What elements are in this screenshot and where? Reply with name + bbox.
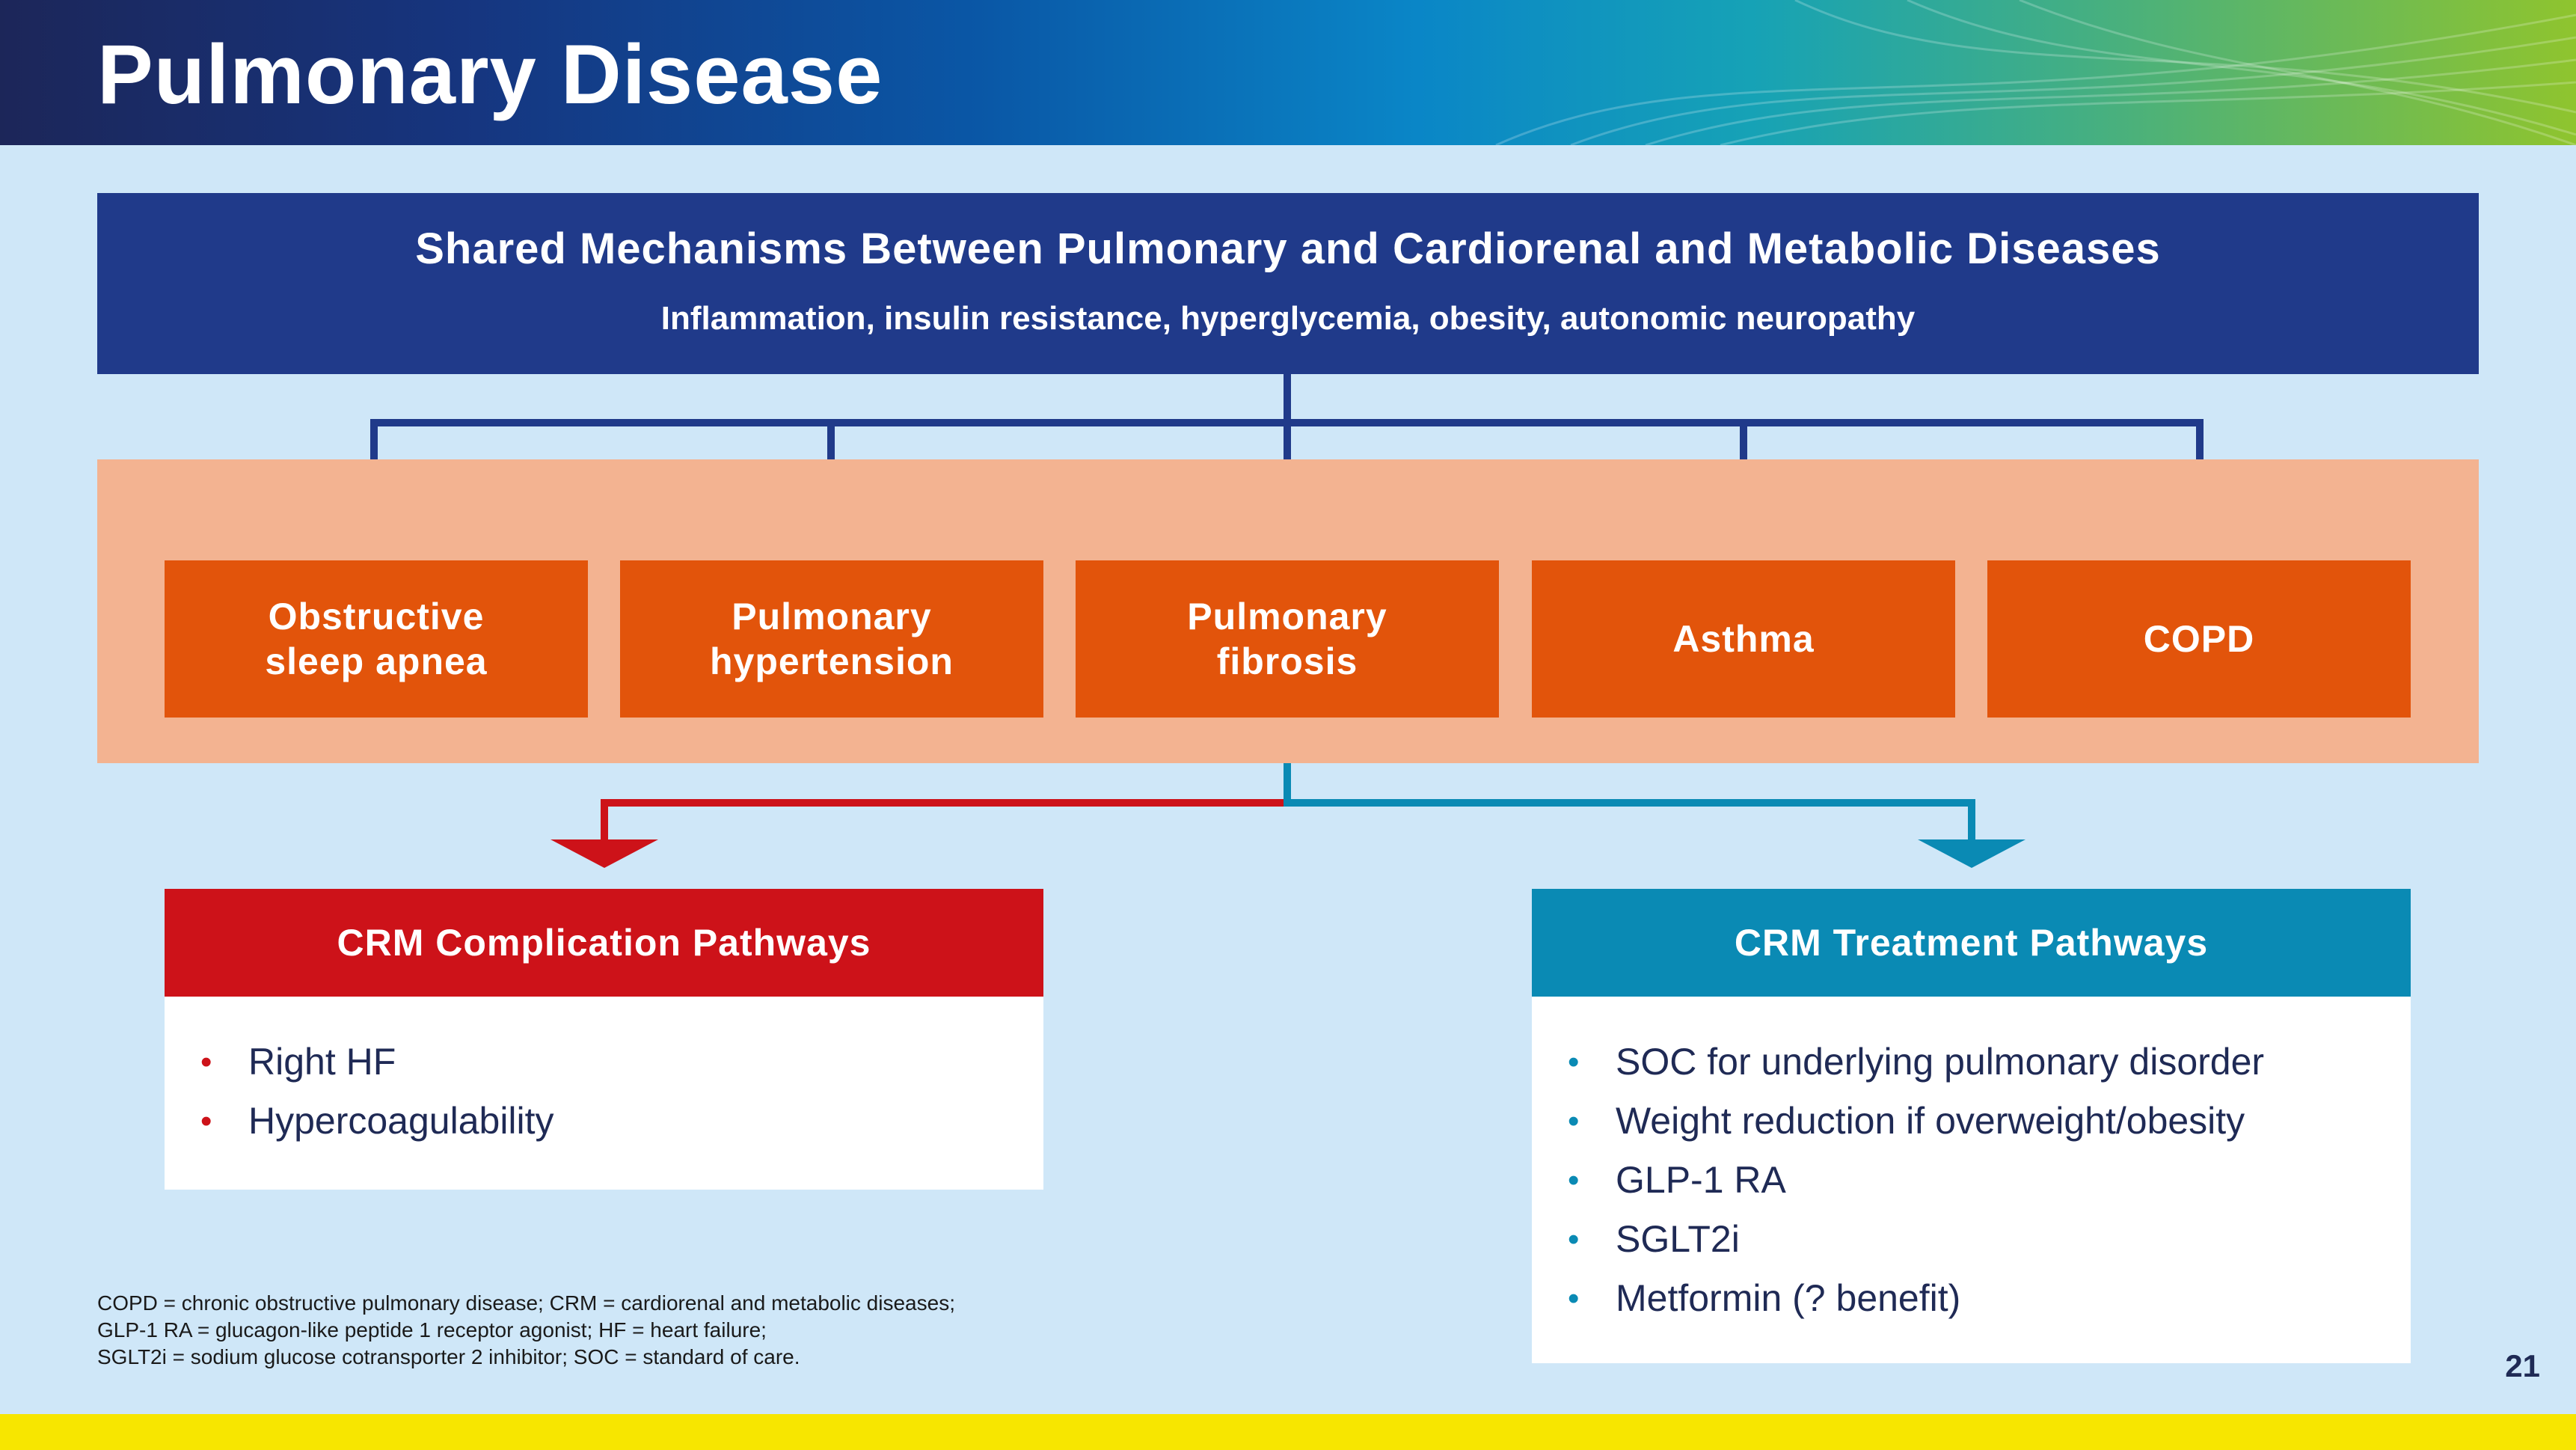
- footnote-line: SGLT2i = sodium glucose cotransporter 2 …: [97, 1345, 800, 1368]
- arrow-to-treatment-pathways: [1918, 839, 2025, 868]
- list-item: •Weight reduction if overweight/obesity: [1532, 1092, 2411, 1151]
- bullet-icon: •: [1568, 1162, 1580, 1199]
- disease-label: Obstructive sleep apnea: [265, 596, 488, 682]
- bullet-icon: •: [1568, 1221, 1580, 1258]
- page-number: 21: [2505, 1348, 2540, 1383]
- disease-label: Pulmonary hypertension: [710, 596, 954, 682]
- shared-mechanisms-box: Shared Mechanisms Between Pulmonary and …: [97, 193, 2479, 374]
- shared-mechanisms-title: Shared Mechanisms Between Pulmonary and …: [415, 224, 2161, 273]
- disease-box-pulmonary-hypertension: Pulmonary hypertension: [620, 560, 1043, 718]
- list-item: •Metformin (? benefit): [1532, 1269, 2411, 1328]
- shared-mechanisms-subtitle: Inflammation, insulin resistance, hyperg…: [660, 300, 1916, 337]
- footnote-line: GLP-1 RA = glucagon-like peptide 1 recep…: [97, 1318, 767, 1342]
- footnote-line: COPD = chronic obstructive pulmonary dis…: [97, 1291, 955, 1315]
- disease-box-copd: COPD: [1987, 560, 2411, 718]
- treatment-pathways-title: CRM Treatment Pathways: [1734, 922, 2209, 964]
- complication-pathways-header: CRM Complication Pathways: [165, 889, 1043, 997]
- arrow-to-complication-pathways: [551, 839, 658, 868]
- abbreviations-footnote: COPD = chronic obstructive pulmonary dis…: [97, 1290, 955, 1371]
- complication-pathways-list: •Right HF •Hypercoagulability: [165, 997, 1043, 1190]
- footer-bar: [0, 1414, 2576, 1450]
- list-item: •Right HF: [165, 1033, 1043, 1092]
- disease-box-pulmonary-fibrosis: Pulmonary fibrosis: [1076, 560, 1499, 718]
- disease-box-asthma: Asthma: [1532, 560, 1955, 718]
- list-item: •SOC for underlying pulmonary disorder: [1532, 1033, 2411, 1092]
- bullet-icon: •: [1568, 1044, 1580, 1080]
- disease-label: Pulmonary fibrosis: [1187, 596, 1387, 682]
- page-title: Pulmonary Disease: [97, 28, 883, 121]
- bullet-icon: •: [200, 1044, 212, 1080]
- bullet-icon: •: [1568, 1280, 1580, 1317]
- treatment-pathways-header: CRM Treatment Pathways: [1532, 889, 2411, 997]
- disease-label: Asthma: [1672, 618, 1815, 660]
- bullet-icon: •: [1568, 1103, 1580, 1139]
- complication-pathways-title: CRM Complication Pathways: [337, 922, 871, 964]
- disease-label: COPD: [2143, 618, 2255, 660]
- decorative-wave-lines: [1495, 0, 2576, 145]
- list-item: •Hypercoagulability: [165, 1092, 1043, 1151]
- list-item: •GLP-1 RA: [1532, 1151, 2411, 1210]
- header-banner: Pulmonary Disease: [0, 0, 2576, 145]
- bullet-icon: •: [200, 1103, 212, 1139]
- treatment-pathways-list: •SOC for underlying pulmonary disorder •…: [1532, 997, 2411, 1363]
- disease-box-obstructive-sleep-apnea: Obstructive sleep apnea: [165, 560, 588, 718]
- list-item: •SGLT2i: [1532, 1210, 2411, 1269]
